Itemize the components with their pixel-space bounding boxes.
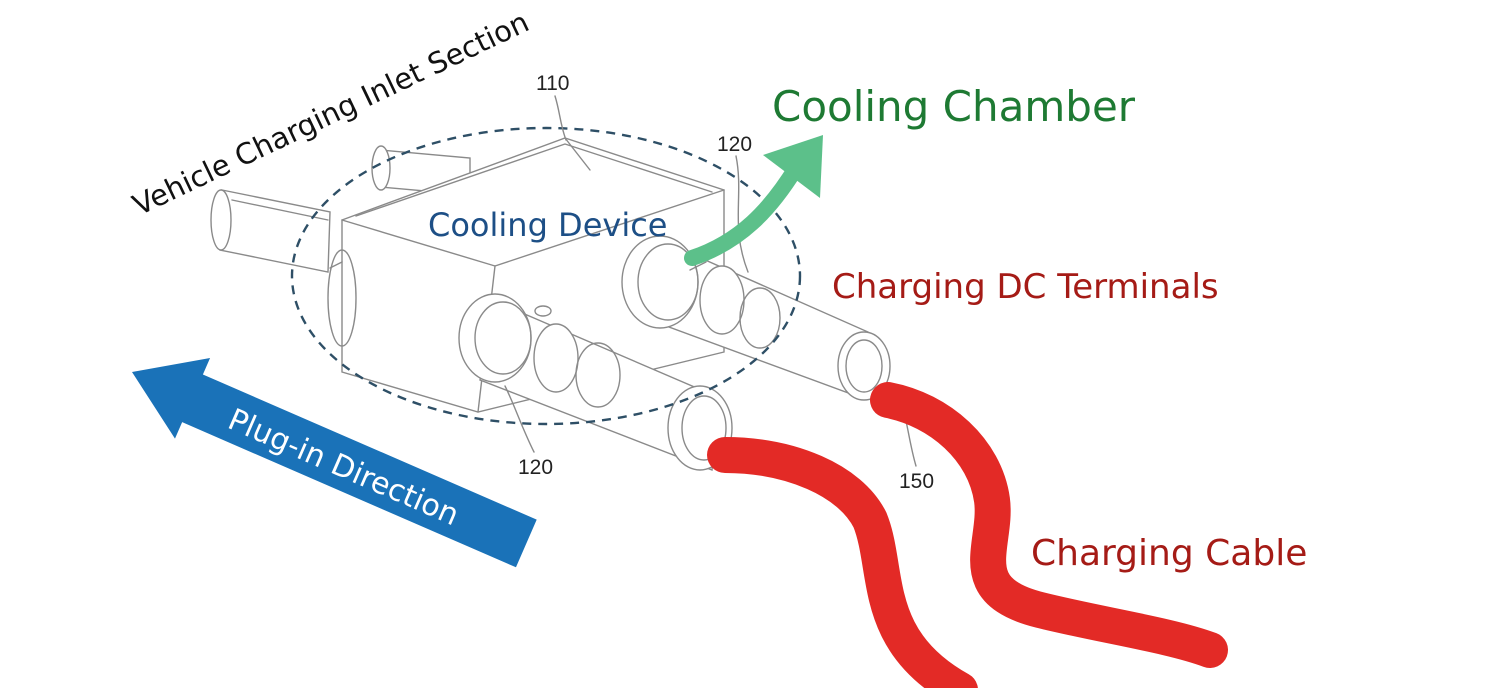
ref-150: 150 [899,470,934,493]
ref-110: 110 [536,72,569,95]
plug-in-direction-label: Plug-in Direction [223,402,464,533]
inlet-tube [210,189,331,273]
charging-cable-upper [870,382,1228,668]
cooling-device-boundary [290,126,802,426]
charging-cable-label: Charging Cable [1031,533,1307,574]
upper-dc-terminal [621,235,891,401]
cooling-device-housing [327,137,725,413]
charging-cables [707,382,1228,688]
plug-in-direction-arrow [132,357,537,568]
ref-120-bottom: 120 [518,456,553,479]
cooling-flow-arrow [684,135,823,266]
cooling-device-label: Cooling Device [428,206,667,244]
ref-120-top: 120 [717,133,752,156]
dc-terminals-label: Charging DC Terminals [832,267,1219,307]
cooling-chamber-label: Cooling Chamber [772,82,1136,131]
charging-cable-lower [707,437,978,688]
